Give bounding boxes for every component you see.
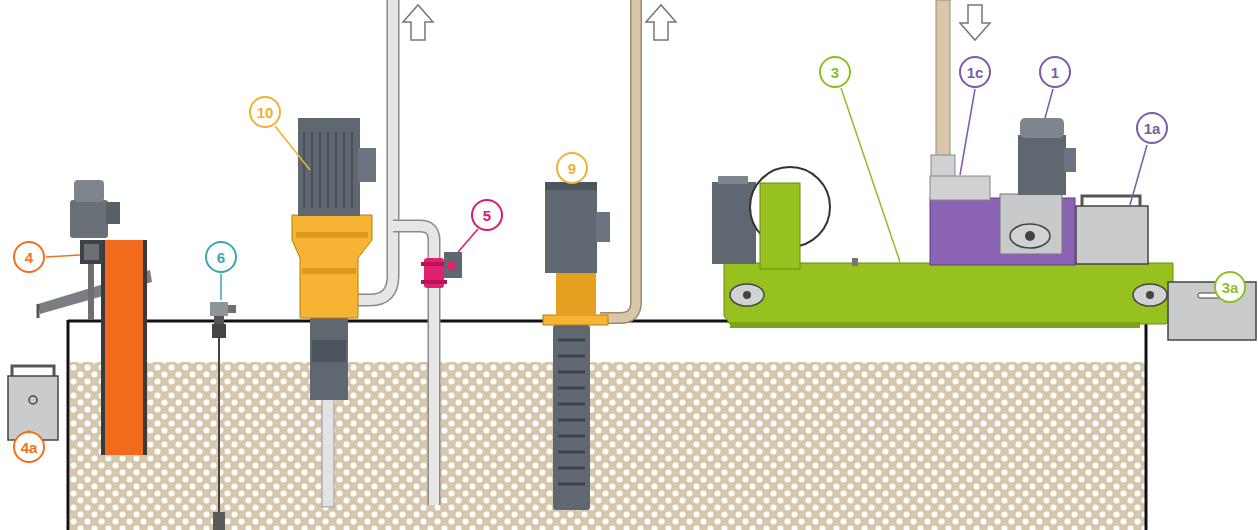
callout-circle: 1a [1136, 112, 1168, 144]
callout-circle: 1 [1039, 56, 1071, 88]
leader-lines [29, 88, 1225, 442]
callout-number: 4a [21, 440, 38, 455]
band-filter [712, 167, 1173, 328]
callout-circle: 3a [1214, 271, 1246, 303]
pipe-inlet [931, 0, 990, 177]
callout-circle: 3 [819, 56, 851, 88]
callout-circle: 5 [471, 199, 503, 231]
pipe-light [355, 0, 434, 505]
callout-circle: 6 [205, 241, 237, 273]
callout-number: 1c [967, 65, 984, 80]
callout-number: 5 [483, 208, 491, 223]
callout-number: 1 [1051, 65, 1059, 80]
callout-number: 9 [568, 161, 576, 176]
callout-circle: 9 [556, 152, 588, 184]
callout-circle: 10 [249, 96, 281, 128]
callout-number: 10 [257, 105, 274, 120]
callout-number: 3a [1222, 280, 1239, 295]
pipe-tan [600, 0, 676, 318]
high-pressure-pump [292, 118, 376, 507]
coolant-fill [70, 362, 1145, 530]
chip-bin [8, 366, 58, 440]
callout-circle: 4 [13, 241, 45, 273]
tank-outline [68, 320, 1147, 530]
callout-circle: 1c [959, 56, 991, 88]
level-sensor [210, 302, 236, 530]
callout-circle: 4a [13, 431, 45, 463]
callout-number: 6 [217, 250, 225, 265]
callout-number: 4 [25, 250, 33, 265]
callout-number: 1a [1144, 121, 1161, 136]
solenoid-valve [421, 252, 462, 288]
callout-number: 3 [831, 65, 839, 80]
immersion-pump [543, 182, 610, 510]
sludge-box [1076, 196, 1148, 264]
separator-unit [930, 118, 1076, 265]
